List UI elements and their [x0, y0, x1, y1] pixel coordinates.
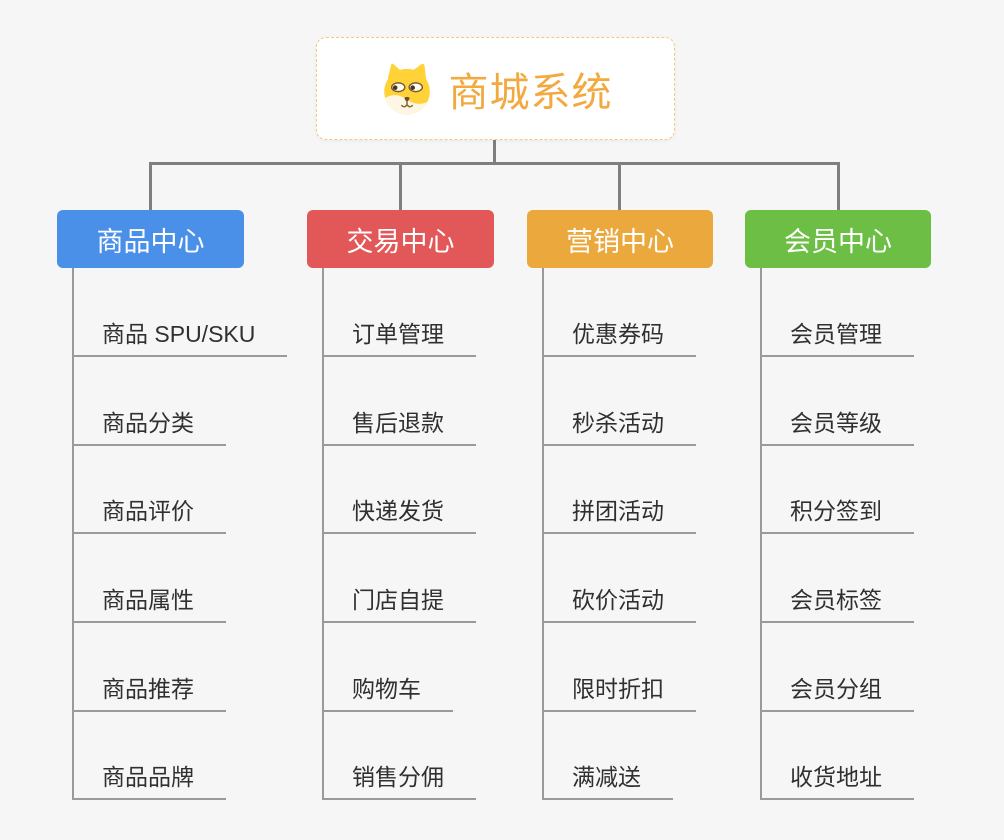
child-node[interactable]: 会员管理	[760, 268, 914, 357]
child-node[interactable]: 满减送	[542, 712, 673, 801]
connector-drop-branch-4	[837, 164, 840, 210]
branch-1-children: 商品 SPU/SKU 商品分类 商品评价 商品属性 商品推荐 商品品牌	[72, 268, 288, 801]
connector-drop-branch-2	[399, 164, 402, 210]
child-node[interactable]: 拼团活动	[542, 446, 696, 535]
child-node[interactable]: 销售分佣	[322, 712, 476, 801]
child-node[interactable]: 优惠券码	[542, 268, 696, 357]
branch-label: 营销中心	[566, 226, 674, 257]
child-node[interactable]: 商品分类	[72, 357, 226, 446]
child-node[interactable]: 收货地址	[760, 712, 914, 801]
branch-label: 商品中心	[96, 226, 205, 257]
child-node[interactable]: 购物车	[322, 623, 453, 712]
branch-4-children: 会员管理 会员等级 积分签到 会员标签 会员分组 收货地址	[760, 268, 914, 801]
child-node[interactable]: 门店自提	[322, 534, 476, 623]
child-node[interactable]: 商品推荐	[72, 623, 226, 712]
branch-node-product-center[interactable]: 商品中心	[57, 210, 244, 268]
child-node[interactable]: 砍价活动	[542, 534, 696, 623]
connector-drop-branch-3	[618, 164, 621, 210]
dog-emoji-icon	[383, 63, 430, 114]
child-node[interactable]: 订单管理	[322, 268, 476, 357]
branch-2-children: 订单管理 售后退款 快递发货 门店自提 购物车 销售分佣	[322, 268, 476, 801]
branch-node-trade-center[interactable]: 交易中心	[307, 210, 494, 268]
connector-drop-branch-1	[149, 164, 152, 210]
child-node[interactable]: 商品 SPU/SKU	[72, 268, 288, 357]
child-node[interactable]: 秒杀活动	[542, 357, 696, 446]
child-node[interactable]: 快递发货	[322, 446, 476, 535]
child-node[interactable]: 会员分组	[760, 623, 914, 712]
child-node[interactable]: 会员标签	[760, 534, 914, 623]
root-title: 商城系统	[448, 70, 613, 115]
connector-horizontal-bus	[149, 162, 840, 165]
child-node[interactable]: 商品属性	[72, 534, 226, 623]
child-node[interactable]: 会员等级	[760, 357, 914, 446]
branch-label: 会员中心	[784, 226, 892, 257]
child-node[interactable]: 商品品牌	[72, 712, 226, 801]
branch-label: 交易中心	[346, 226, 455, 257]
branch-3-children: 优惠券码 秒杀活动 拼团活动 砍价活动 限时折扣 满减送	[542, 268, 696, 801]
child-node[interactable]: 售后退款	[322, 357, 476, 446]
root-node[interactable]: 商城系统	[316, 37, 675, 140]
connector-root-drop	[493, 140, 496, 165]
child-node[interactable]: 限时折扣	[542, 623, 696, 712]
child-node[interactable]: 商品评价	[72, 446, 226, 535]
branch-node-marketing-center[interactable]: 营销中心	[527, 210, 713, 268]
child-node[interactable]: 积分签到	[760, 446, 914, 535]
branch-node-member-center[interactable]: 会员中心	[745, 210, 931, 268]
